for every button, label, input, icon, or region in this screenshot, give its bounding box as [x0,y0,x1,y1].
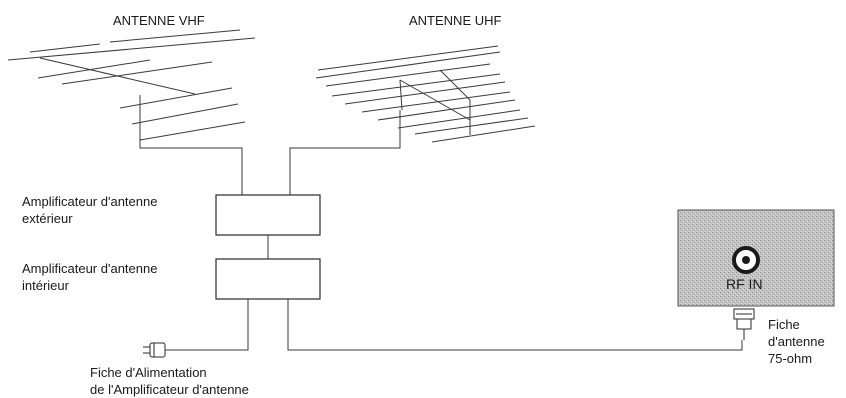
indoor-amplifier-label: Amplificateur d'antenne intérieur [22,261,158,293]
power-plug-label: Fiche d'Alimentation de l'Amplificateur … [90,365,249,397]
tv-panel [677,209,835,307]
vhf-antenna-icon [7,29,256,195]
outdoor-amplifier-label: Amplificateur d'antenne extérieur [22,194,158,226]
rf-in-label: RF IN [726,276,763,292]
indoor-amplifier-box [215,258,321,300]
vhf-antenna-label: ANTENNE VHF [113,13,205,28]
antenna-plug-icon [733,308,755,340]
antenna-plug-label: Fiche d'antenne 75-ohm [768,317,825,366]
uhf-antenna-label: ANTENNE UHF [409,13,502,28]
power-plug-icon [143,342,166,358]
power-cable [165,299,249,351]
coax-cable [287,299,743,351]
outdoor-amplifier-box [215,194,321,236]
uhf-antenna-icon [289,45,536,195]
